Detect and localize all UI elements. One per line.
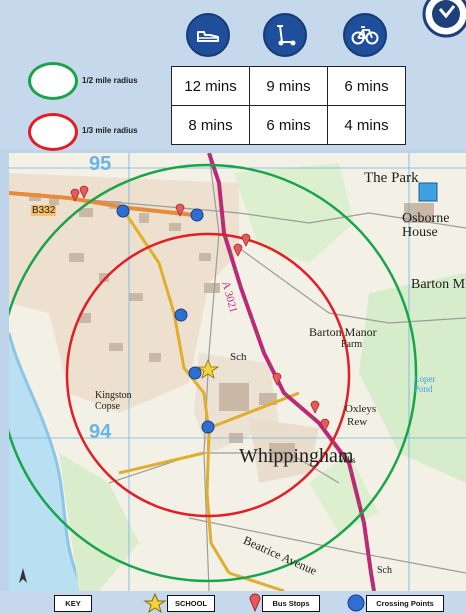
time-cell: 8 mins — [171, 105, 250, 145]
foundation-logo — [422, 0, 466, 38]
crossing-points — [116, 204, 215, 434]
half-mile-legend-label: 1/2 mile radius — [82, 76, 138, 85]
walking-shoe-icon — [186, 13, 230, 57]
time-cell: 9 mins — [249, 66, 328, 106]
half-mile-radius-circle — [9, 163, 418, 583]
place-label: Whippingham — [239, 445, 354, 467]
grid-number: 94 — [89, 421, 112, 443]
woodland-area — [59, 453, 139, 591]
key-crossing-points-label: Crossing Points — [366, 595, 444, 612]
bicycle-icon — [343, 13, 387, 57]
third-mile-legend-label: 1/3 mile radius — [82, 126, 138, 135]
crossing-point-icon — [347, 594, 365, 612]
header-panel: 1/2 mile radius 1/3 mile radius 12 mins … — [0, 0, 466, 151]
third-mile-radius-circle — [65, 232, 351, 518]
half-mile-legend-oval — [28, 62, 78, 100]
bus-stop-pin-icon — [249, 593, 261, 612]
place-label: Kingston Copse — [95, 390, 132, 412]
time-cell: 4 mins — [327, 105, 406, 145]
place-label: Loper Pond — [414, 374, 436, 394]
scooter-icon — [263, 13, 307, 57]
place-label: Sch — [377, 565, 392, 576]
road-label: B332 — [31, 205, 57, 216]
bus-stops — [70, 185, 330, 432]
key-bar: KEY SCHOOL Bus Stops Crossing Points — [0, 591, 466, 613]
grid-number: 95 — [89, 153, 112, 175]
minor-roads — [9, 153, 466, 591]
key-school-label: SCHOOL — [167, 595, 215, 612]
key-bus-stops-label: Bus Stops — [262, 595, 320, 612]
third-mile-legend-oval — [28, 113, 78, 151]
place-label: Rew — [347, 416, 368, 428]
buildings — [29, 193, 434, 463]
north-arrow-icon — [19, 568, 27, 583]
place-label: Osborne House — [402, 211, 450, 240]
woodland-area — [359, 273, 466, 483]
route-map[interactable]: The Park Osborne House Barton M Barton M… — [9, 153, 466, 591]
table-row: 8 mins 6 mins 4 mins — [171, 105, 406, 145]
b-road — [9, 191, 195, 217]
school-star-icon — [196, 358, 220, 379]
place-label: The Park — [364, 170, 419, 186]
place-label: Wks — [339, 455, 356, 465]
place-label: Barton M — [411, 277, 466, 292]
map-canvas — [9, 153, 466, 591]
key-title: KEY — [54, 595, 92, 612]
walking-route — [118, 210, 300, 591]
time-cell: 6 mins — [249, 105, 328, 145]
road-cycle-markers — [208, 153, 375, 591]
osborne-house-marker — [418, 182, 438, 202]
place-label: Farm — [341, 339, 363, 350]
place-label: Barton Manor — [309, 325, 377, 339]
table-row: 12 mins 9 mins 6 mins — [171, 66, 406, 106]
place-label: Oxleys — [345, 403, 377, 415]
time-cell: 12 mins — [171, 66, 250, 106]
school-star-icon — [143, 593, 167, 613]
shoreline — [9, 332, 86, 591]
woodland-area — [234, 163, 354, 263]
travel-time-table: 12 mins 9 mins 6 mins 8 mins 6 mins 4 mi… — [171, 66, 406, 145]
time-cell: 6 mins — [327, 66, 406, 106]
place-label: Sch — [230, 351, 247, 363]
